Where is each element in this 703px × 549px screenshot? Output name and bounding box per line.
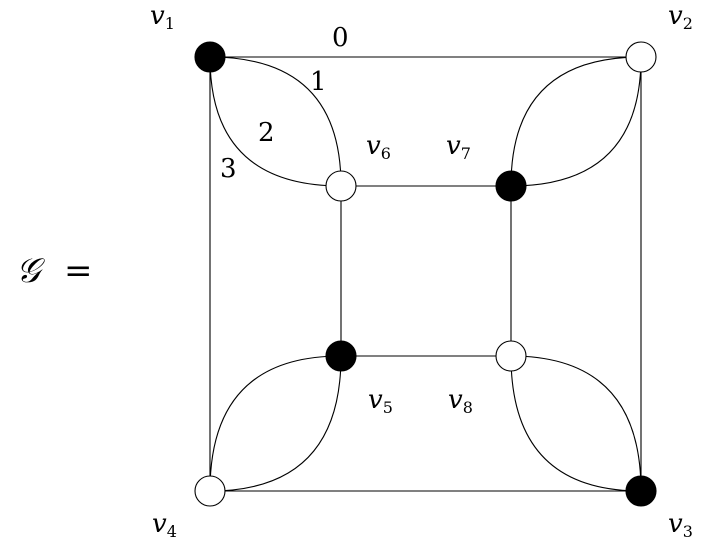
- edge-v3-v8-lower: [510, 355, 642, 492]
- graph-equals: =: [64, 251, 93, 291]
- edge-label-1: 1: [310, 67, 327, 97]
- vertex-label-v1: v1: [150, 1, 175, 33]
- vertex-v7: [495, 170, 527, 202]
- vertex-label-v6: v6: [366, 131, 391, 163]
- vertex-v3: [625, 475, 657, 507]
- vertex-v1: [194, 41, 226, 73]
- vertex-v6: [325, 170, 357, 202]
- edge-label-3: 3: [220, 154, 237, 184]
- edge-v3-v8-upper: [510, 355, 642, 492]
- edge-v4-v5-lower: [209, 355, 342, 492]
- vertex-label-v5: v5: [368, 385, 393, 417]
- vertex-label-v4: v4: [152, 509, 177, 541]
- vertex-label-v8: v8: [448, 385, 473, 417]
- vertex-label-v7: v7: [446, 131, 471, 163]
- edge-v4-v5-upper: [209, 355, 342, 492]
- vertex-v5: [325, 340, 357, 372]
- edge-label-0: 0: [332, 23, 349, 53]
- graph-name: 𝒢: [16, 251, 45, 291]
- edge-v2-v7-lower: [510, 56, 642, 187]
- vertex-v2: [625, 41, 657, 73]
- vertex-label-v2: v2: [668, 1, 693, 33]
- vertex-v4: [194, 475, 226, 507]
- edge-v1-v6-upper: [209, 56, 342, 187]
- edge-v2-v7-upper: [510, 56, 642, 187]
- edge-v1-v6-lower: [209, 56, 342, 187]
- vertex-v8: [495, 340, 527, 372]
- vertex-label-v3: v3: [668, 509, 693, 541]
- edge-label-2: 2: [258, 118, 275, 148]
